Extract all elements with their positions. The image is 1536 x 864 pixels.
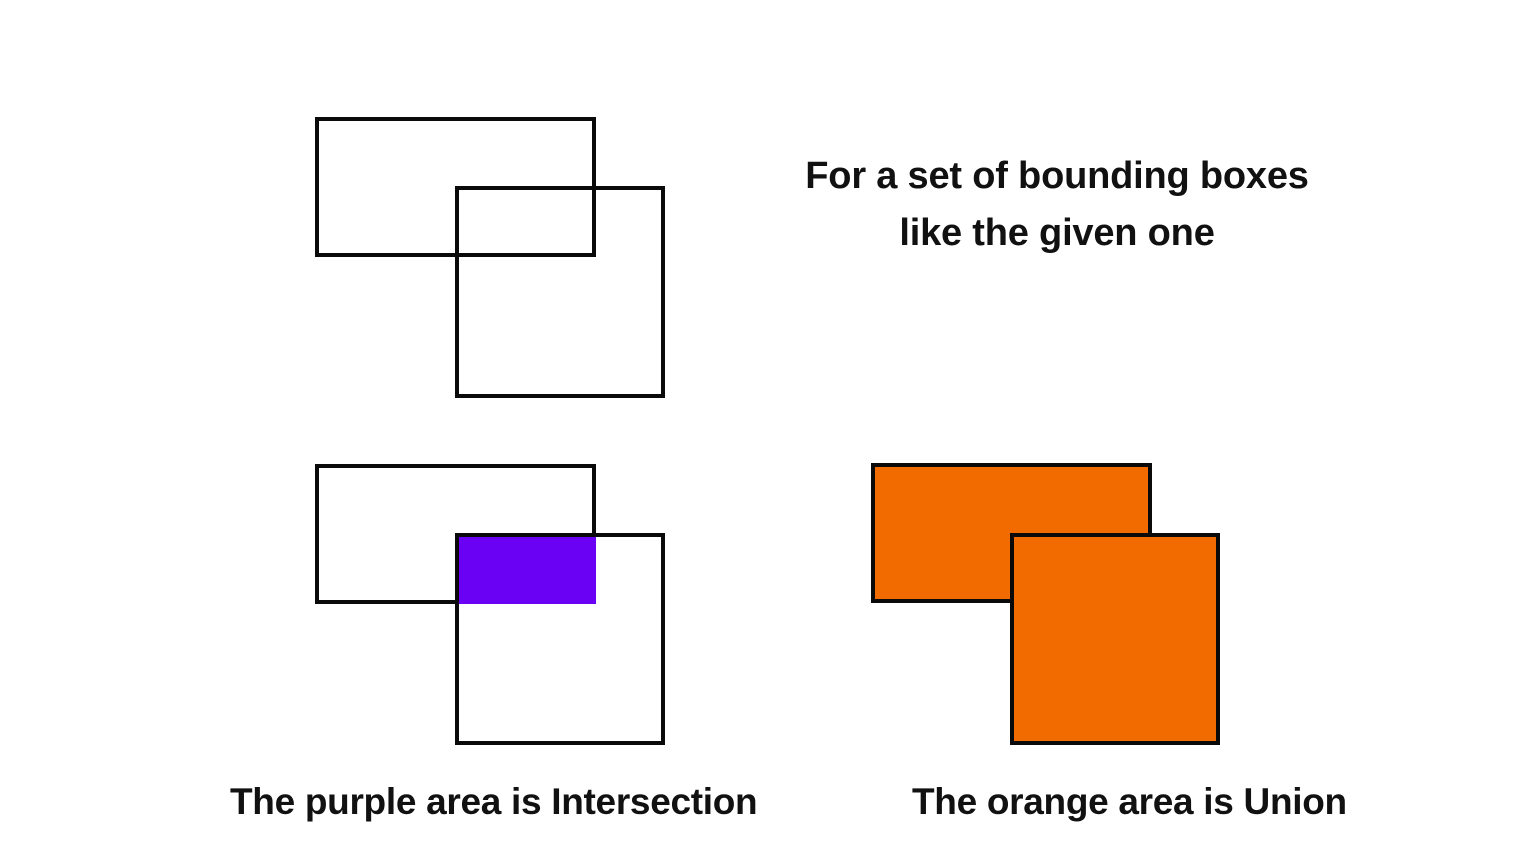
union-box-tall xyxy=(1010,533,1220,745)
union-caption: The orange area is Union xyxy=(912,780,1347,824)
intersection-box-tall xyxy=(455,533,665,745)
headline-line-1: For a set of bounding boxes xyxy=(805,155,1309,197)
union-caption-text: The orange area is Union xyxy=(912,781,1347,822)
given-boxes-figure xyxy=(0,0,760,430)
intersection-figure xyxy=(0,0,760,864)
intersection-area xyxy=(455,533,596,604)
intersection-caption: The purple area is Intersection xyxy=(230,780,758,824)
headline: For a set of bounding boxes like the giv… xyxy=(757,148,1357,262)
headline-line-2: like the given one xyxy=(899,212,1215,254)
intersection-caption-text: The purple area is Intersection xyxy=(230,781,758,822)
given-box-tall xyxy=(455,186,665,398)
